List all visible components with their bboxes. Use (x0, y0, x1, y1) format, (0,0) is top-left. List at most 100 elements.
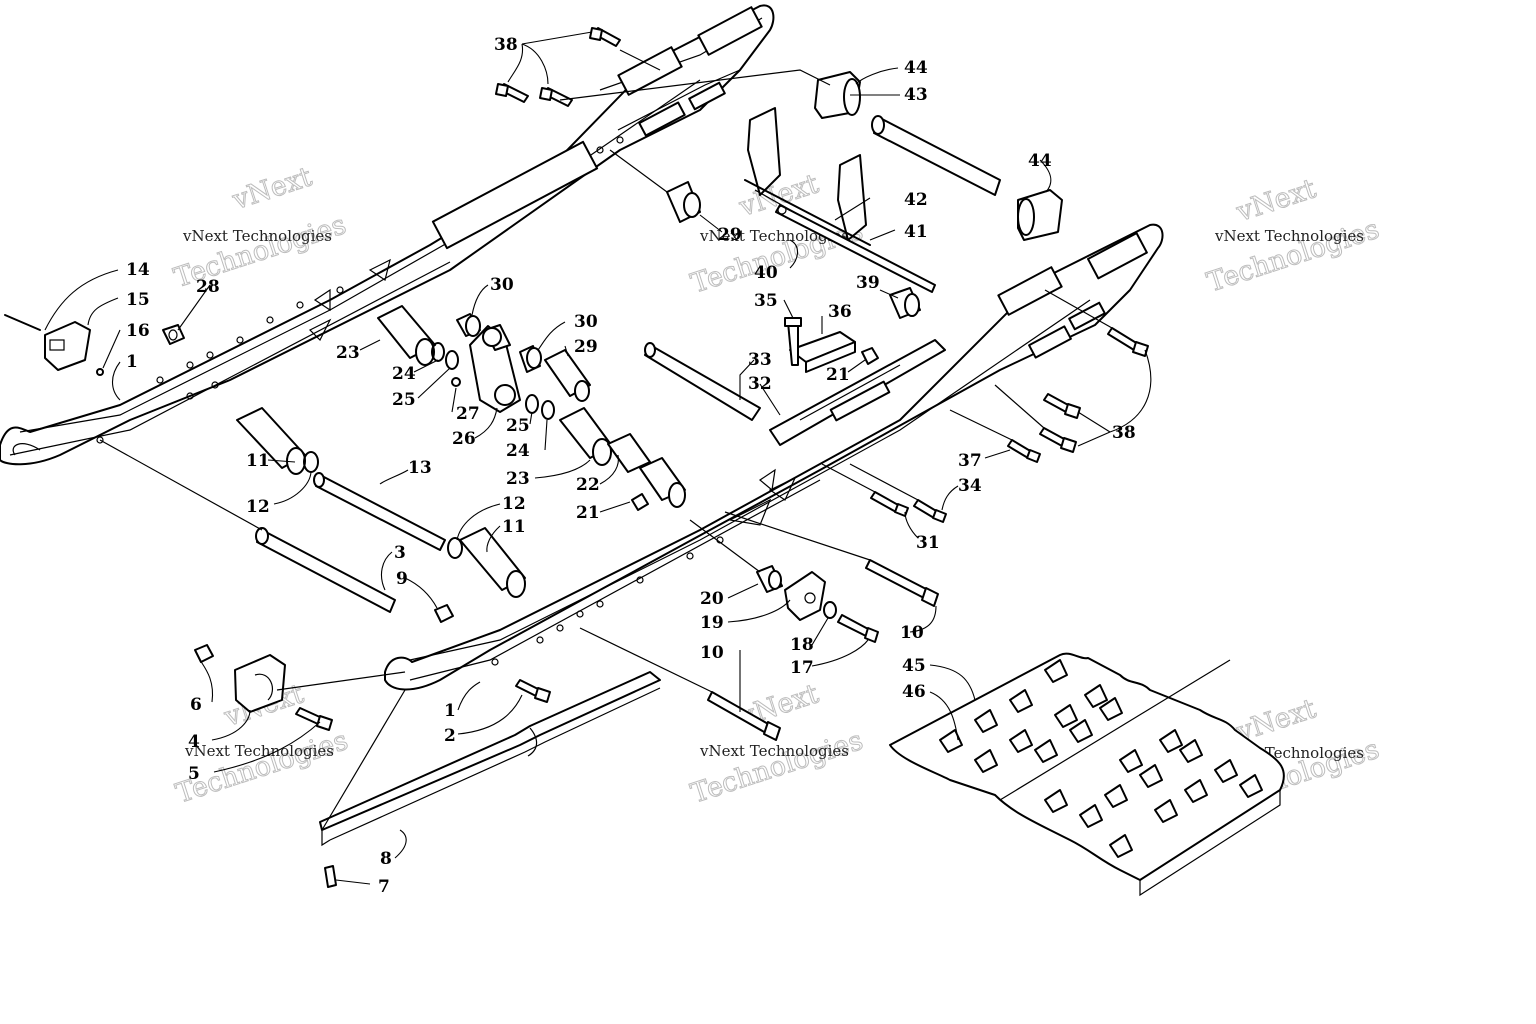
callout-12: 12 (502, 494, 526, 514)
bumper-19 (784, 571, 826, 621)
watermark-text: vNext Technologies (699, 742, 849, 760)
bushing-11-right (459, 527, 526, 598)
cross-shaft-33 (644, 342, 761, 421)
callout-28: 28 (196, 277, 220, 297)
callout-38: 38 (1112, 423, 1136, 443)
callout-41: 41 (904, 222, 928, 242)
callout-21: 21 (826, 365, 850, 385)
callout-1: 1 (126, 352, 138, 372)
watermark-big-prefix: vNext (735, 678, 823, 733)
mount-block-36 (789, 331, 856, 373)
screw-35 (784, 317, 802, 366)
watermark-text: vNext Technologies (699, 227, 849, 245)
bolt-17 (837, 614, 879, 643)
track-lugs (939, 659, 1263, 858)
callout-31: 31 (916, 533, 940, 553)
shock-arm-link-26 (469, 324, 521, 413)
callout-34: 34 (958, 476, 982, 496)
rail-cap-4 (234, 654, 286, 713)
spacer-bushing-29 (666, 181, 701, 223)
callout-10: 10 (900, 623, 924, 643)
callout-38: 38 (494, 35, 518, 55)
callout-37: 37 (958, 451, 982, 471)
callout-16: 16 (126, 321, 150, 341)
callout-2: 2 (444, 726, 456, 746)
slide-bracket-32 (769, 339, 946, 446)
washer-24-right (541, 400, 555, 420)
washer-25-left (445, 350, 459, 370)
callout-24: 24 (392, 364, 416, 384)
bolt-38-top-3 (539, 87, 573, 107)
callout-13: 13 (408, 458, 432, 478)
left-slide-rail (0, 4, 775, 466)
bolt-38-top-1 (589, 27, 621, 47)
track-section (889, 652, 1285, 897)
callout-43: 43 (904, 85, 928, 105)
nut-21-lower (631, 493, 649, 511)
callout-30: 30 (574, 312, 598, 332)
callout-15: 15 (126, 290, 150, 310)
nut-21-upper (861, 347, 879, 365)
watermark-big-prefix: vNext (228, 161, 316, 216)
bushing-23-left (377, 305, 436, 366)
watermark-text: vNext Technologies (184, 742, 334, 760)
front-cross-shaft-13 (313, 472, 446, 551)
callout-36: 36 (828, 302, 852, 322)
callout-8: 8 (380, 849, 392, 869)
front-pivot-shaft-3 (255, 527, 396, 613)
callout-33: 33 (748, 350, 772, 370)
rear-axle-shaft (871, 115, 1001, 196)
callout-18: 18 (790, 635, 814, 655)
callout-22: 22 (576, 475, 600, 495)
grease-fitting-27 (451, 377, 461, 387)
callout-45: 45 (902, 656, 926, 676)
callout-42: 42 (904, 190, 928, 210)
callout-17: 17 (790, 658, 814, 678)
nut-6 (194, 644, 214, 663)
bolt-38-right-2 (1043, 393, 1081, 419)
bolt-34 (913, 499, 947, 523)
leader-lines (44, 31, 1152, 885)
spacer-20 (756, 565, 783, 593)
callout-40: 40 (754, 263, 778, 283)
callout-30: 30 (490, 275, 514, 295)
callout-6: 6 (190, 695, 202, 715)
callout-12: 12 (246, 497, 270, 517)
washer-12-left (303, 451, 319, 473)
rear-upper-shock-bracket (744, 107, 871, 256)
bolt-38-right-3 (1039, 427, 1077, 453)
callout-14: 14 (126, 260, 150, 280)
callout-1: 1 (444, 701, 456, 721)
callout-29: 29 (718, 225, 742, 245)
callout-20: 20 (700, 589, 724, 609)
callout-24: 24 (506, 441, 530, 461)
callout-4: 4 (188, 732, 200, 752)
bushing-30-upper (456, 313, 481, 337)
rail-cap-15 (44, 321, 91, 371)
spacer-29-lower (544, 349, 591, 402)
watermark-text: vNext Technologies (1214, 227, 1364, 245)
nut-9 (434, 604, 454, 623)
shaft-22 (607, 433, 686, 508)
rear-idler-wheel-right (1017, 189, 1063, 241)
right-slide-rail (384, 223, 1164, 691)
washer-24-left (431, 342, 445, 362)
bushing-30-right (519, 345, 542, 373)
callout-11: 11 (502, 517, 526, 537)
watermark-big-prefix: vNext (1232, 173, 1320, 228)
callout-19: 19 (700, 613, 724, 633)
callout-labels: 38 44 43 44 42 41 40 29 14 15 16 1 28 30… (126, 35, 1136, 897)
callout-46: 46 (902, 682, 926, 702)
spacer-39 (889, 287, 921, 319)
callout-39: 39 (856, 273, 880, 293)
callout-11: 11 (246, 451, 270, 471)
bolt-31 (870, 491, 909, 517)
callout-44: 44 (1028, 151, 1052, 171)
callout-10: 10 (700, 643, 724, 663)
washer-25-right (525, 394, 539, 414)
callout-23: 23 (506, 469, 530, 489)
bolt-2 (515, 679, 551, 703)
callout-25: 25 (392, 390, 416, 410)
rivet-16 (96, 368, 104, 376)
